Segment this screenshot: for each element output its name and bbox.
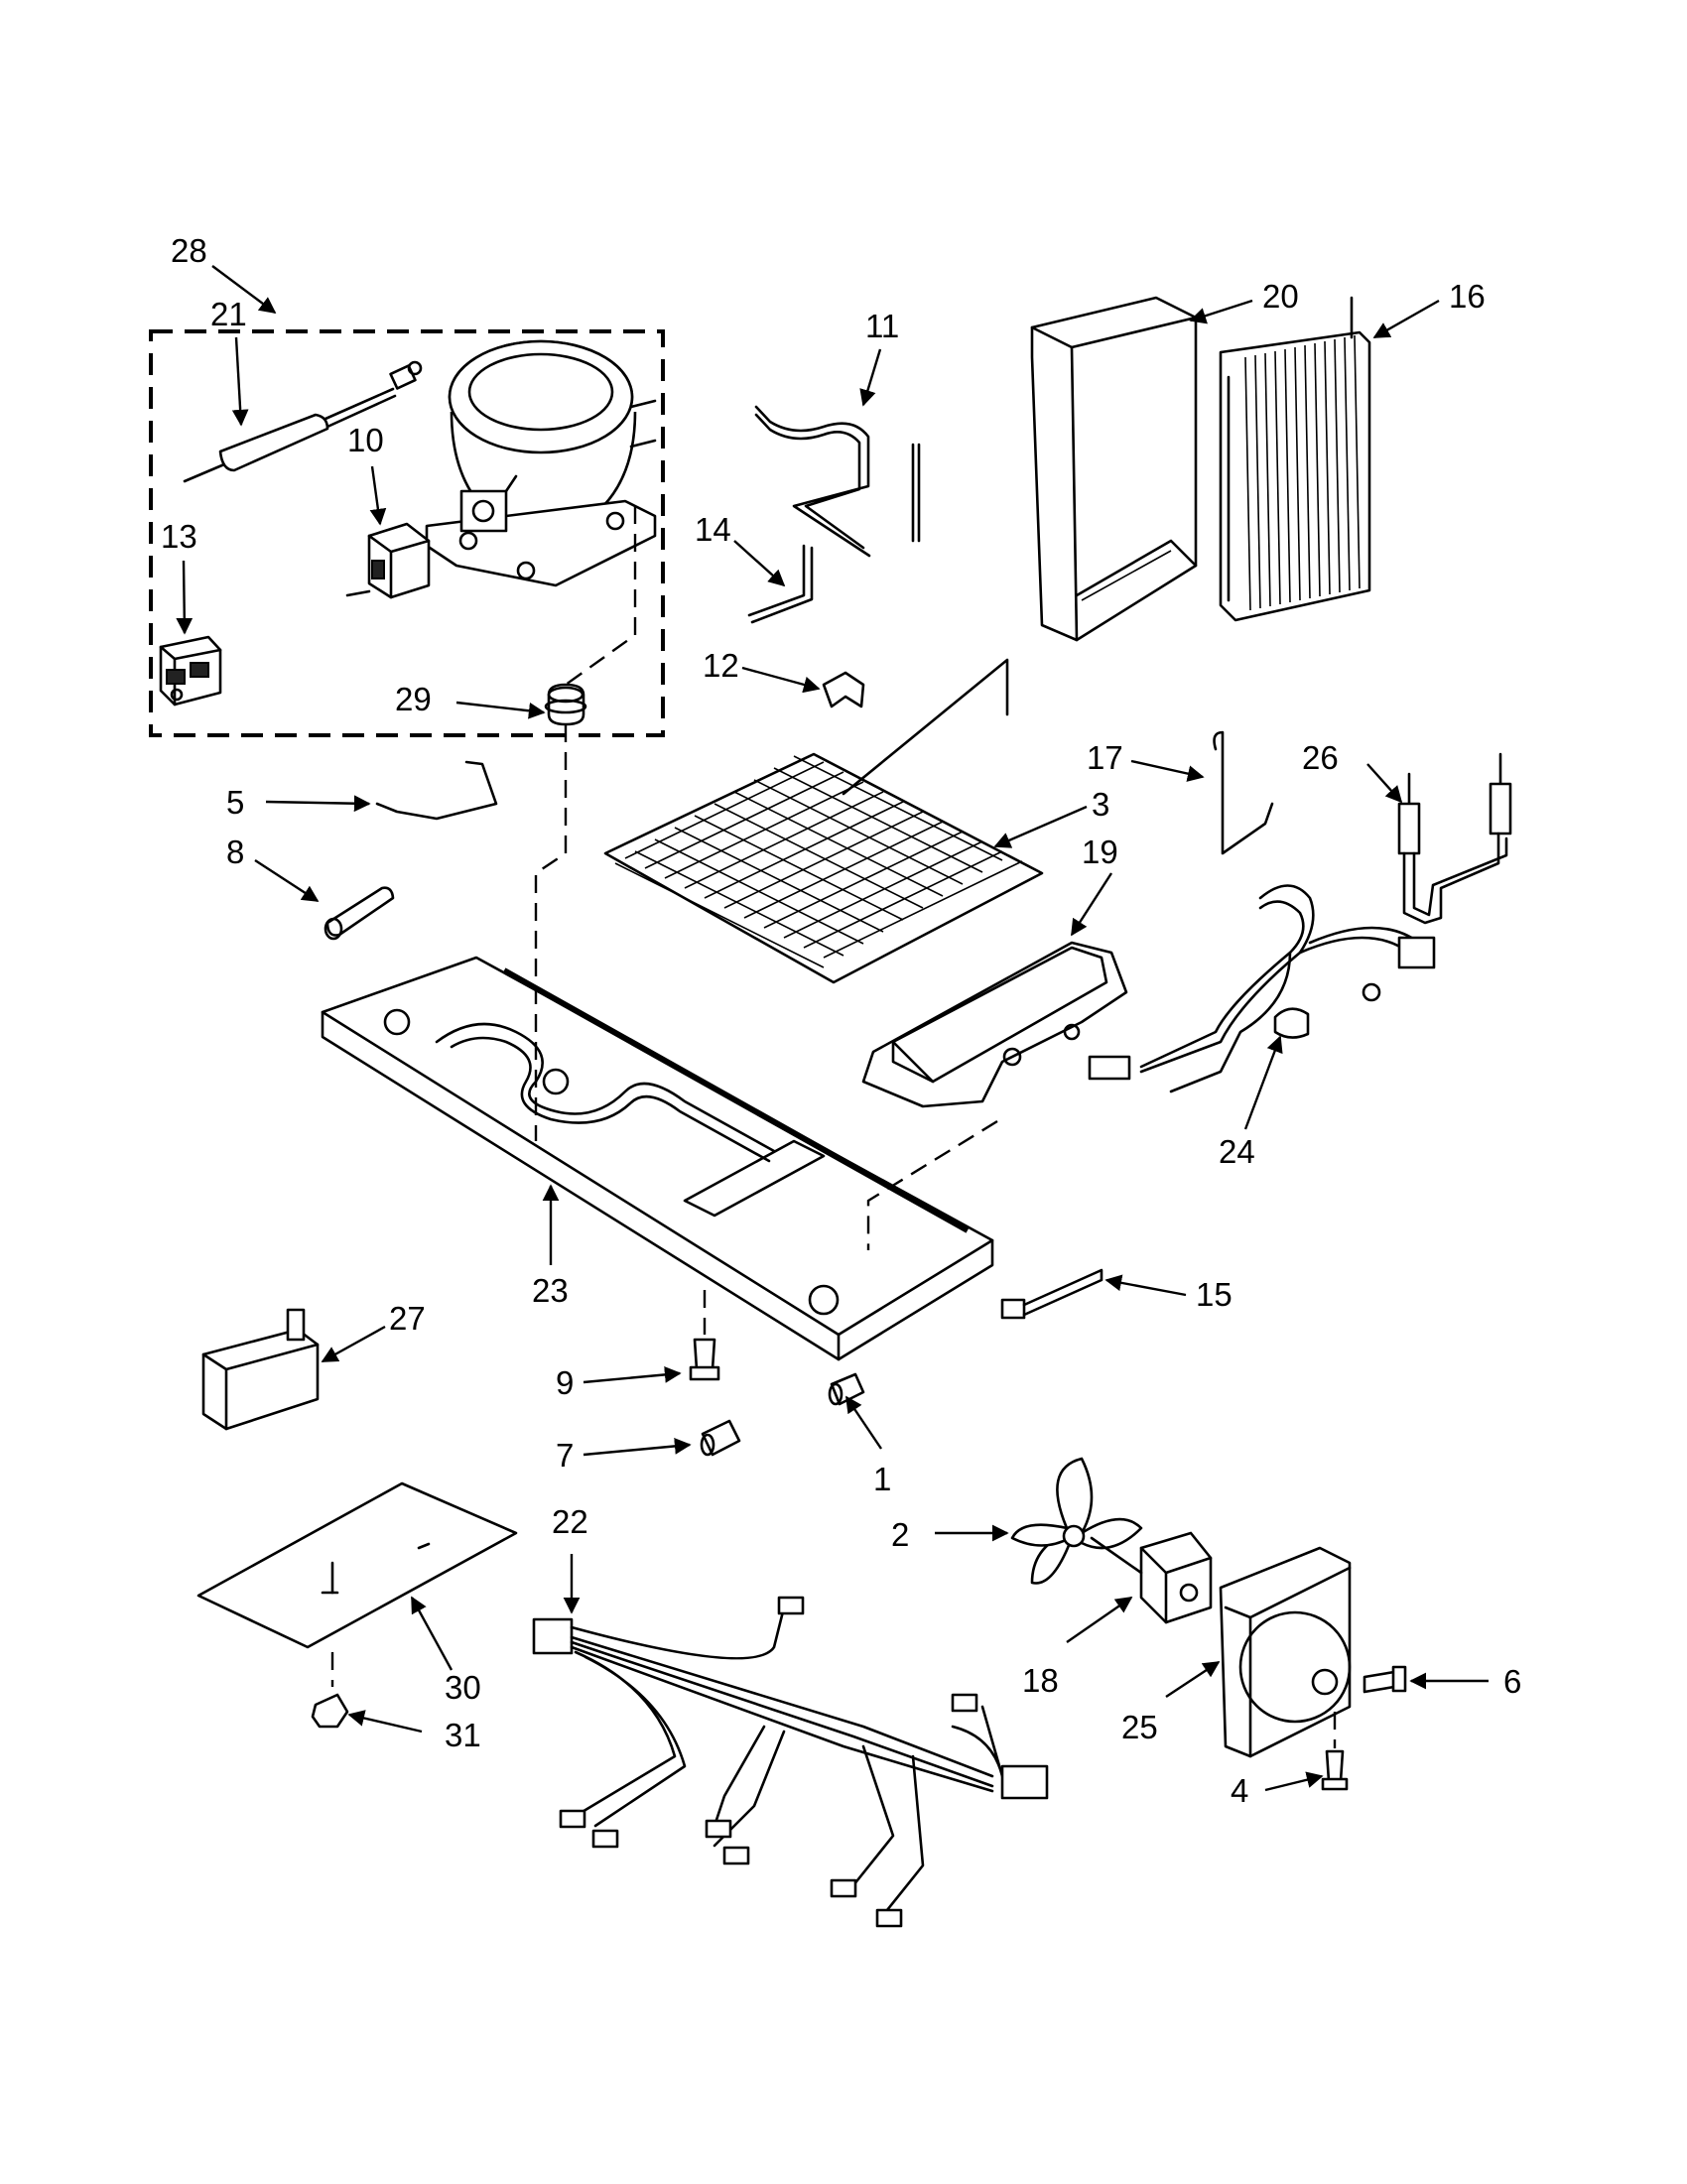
screw-part-6 [1363, 1665, 1407, 1694]
base-pan-part [321, 724, 998, 1361]
clip-part [822, 671, 865, 708]
callout-5: 5 [226, 784, 244, 821]
callout-13: 13 [161, 518, 197, 555]
insulation-sheet-part [196, 1481, 518, 1687]
callout-27: 27 [389, 1300, 426, 1337]
grommet-part [544, 506, 637, 726]
callout-28: 28 [171, 232, 207, 269]
callout-23: 23 [532, 1272, 569, 1309]
callout-2: 2 [891, 1516, 909, 1553]
relay-part [345, 522, 431, 599]
condenser-part [603, 658, 1044, 984]
short-tube-part [747, 544, 814, 624]
callout-1: 1 [873, 1461, 891, 1497]
compressor-kit-box [149, 329, 665, 737]
evaporator-cover-part [1030, 296, 1198, 642]
drier-tube-part [1397, 752, 1512, 925]
callout-24: 24 [1219, 1133, 1255, 1170]
callout-17: 17 [1087, 739, 1123, 776]
screw-part-9 [689, 1290, 720, 1381]
callout-4: 4 [1231, 1772, 1248, 1809]
callout-16: 16 [1449, 278, 1486, 315]
cable-tie-part [1000, 1268, 1103, 1320]
spacer-part-7 [700, 1419, 741, 1457]
callout-labels: 28 21 10 13 29 11 14 12 20 16 5 8 3 19 1… [161, 232, 1521, 1809]
hanger-wire-part [1213, 730, 1274, 855]
fan-blade-part [1010, 1457, 1143, 1585]
callout-31: 31 [445, 1717, 481, 1753]
start-device-part [159, 635, 222, 707]
callout-3: 3 [1092, 786, 1109, 823]
callout-11: 11 [865, 308, 899, 344]
callout-21: 21 [210, 296, 247, 332]
screw-part-4 [1321, 1712, 1349, 1791]
fan-bracket-part [1219, 1546, 1352, 1758]
callout-14: 14 [695, 511, 731, 548]
leader-lines [176, 265, 1489, 1792]
clip-part-31 [311, 1693, 349, 1729]
callout-7: 7 [556, 1437, 574, 1474]
callout-9: 9 [556, 1364, 574, 1401]
callout-18: 18 [1022, 1662, 1059, 1699]
callout-6: 6 [1503, 1663, 1521, 1700]
control-box-part [201, 1308, 320, 1431]
callout-30: 30 [445, 1669, 481, 1706]
callout-15: 15 [1196, 1276, 1233, 1313]
callout-8: 8 [226, 834, 244, 870]
callout-20: 20 [1262, 278, 1299, 315]
callout-19: 19 [1082, 834, 1118, 870]
wire-part-5 [375, 760, 498, 821]
tube-part [754, 405, 921, 558]
wiring-harness-part-22 [532, 1596, 1049, 1928]
callout-10: 10 [347, 422, 384, 458]
callout-29: 29 [395, 681, 432, 717]
insulation-tube-part [324, 886, 395, 941]
spacer-part-1 [828, 1372, 865, 1406]
callout-22: 22 [552, 1503, 588, 1540]
drain-pan-part [861, 941, 1128, 1108]
callout-12: 12 [703, 647, 739, 684]
callout-26: 26 [1302, 739, 1339, 776]
evaporator-part [1219, 296, 1371, 622]
fan-motor-part [1090, 1531, 1213, 1624]
compressor-part [425, 339, 657, 587]
callout-25: 25 [1121, 1709, 1158, 1745]
filter-drier-part [183, 360, 423, 483]
wiring-harness-part-24 [1088, 884, 1436, 1093]
